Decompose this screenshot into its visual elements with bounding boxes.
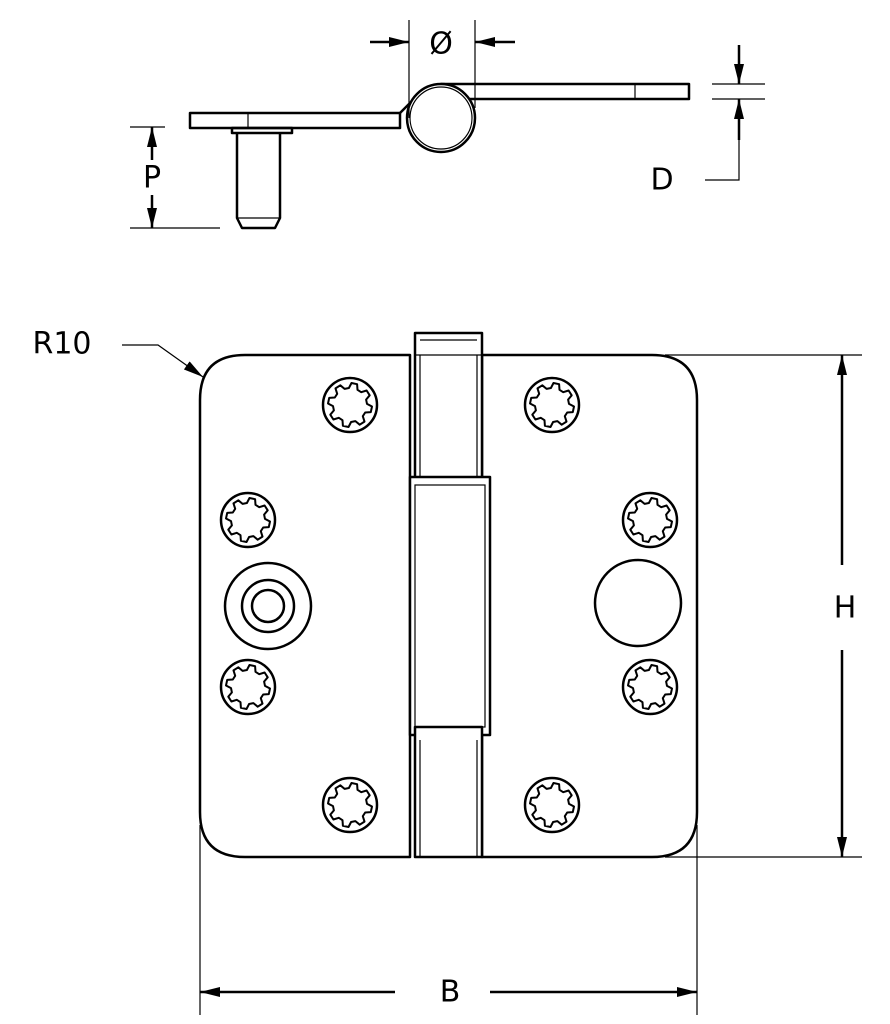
top-view [188, 82, 691, 230]
knuckle-section [405, 82, 477, 154]
diameter-label: Ø [429, 27, 453, 62]
width-label: B [440, 975, 461, 1010]
left-leaf-section [188, 111, 402, 130]
radius-label: R10 [32, 327, 91, 362]
screw-hole-icon [621, 491, 679, 549]
screw-holes [219, 376, 679, 834]
radius-callout: R10 [32, 327, 204, 378]
pin-collar [230, 126, 294, 135]
security-pin [223, 561, 313, 651]
security-pin-hole [593, 558, 683, 648]
front-view [198, 331, 699, 859]
height-dimension: H [665, 354, 862, 858]
pin-length-label: P [143, 161, 161, 196]
screw-hole-icon [219, 658, 277, 716]
diameter-dimension: Ø [370, 20, 515, 118]
screw-hole-icon [219, 491, 277, 549]
height-label: H [834, 591, 857, 626]
thickness-dimension: D [650, 45, 765, 198]
thickness-label: D [650, 163, 673, 198]
screw-hole-icon [621, 658, 679, 716]
middle-knuckle [408, 475, 492, 737]
bottom-knuckle [413, 725, 484, 859]
top-knuckle [413, 331, 484, 489]
pin-stem [235, 133, 282, 230]
right-leaf-section [439, 82, 691, 101]
screw-hole-icon [321, 776, 379, 834]
right-leaf [480, 353, 699, 859]
screw-hole-icon [321, 376, 379, 434]
pin-length-dimension: P [130, 126, 220, 229]
width-dimension: B [199, 825, 698, 1015]
screw-hole-icon [523, 776, 581, 834]
left-leaf [198, 353, 412, 859]
screw-hole-icon [523, 376, 581, 434]
